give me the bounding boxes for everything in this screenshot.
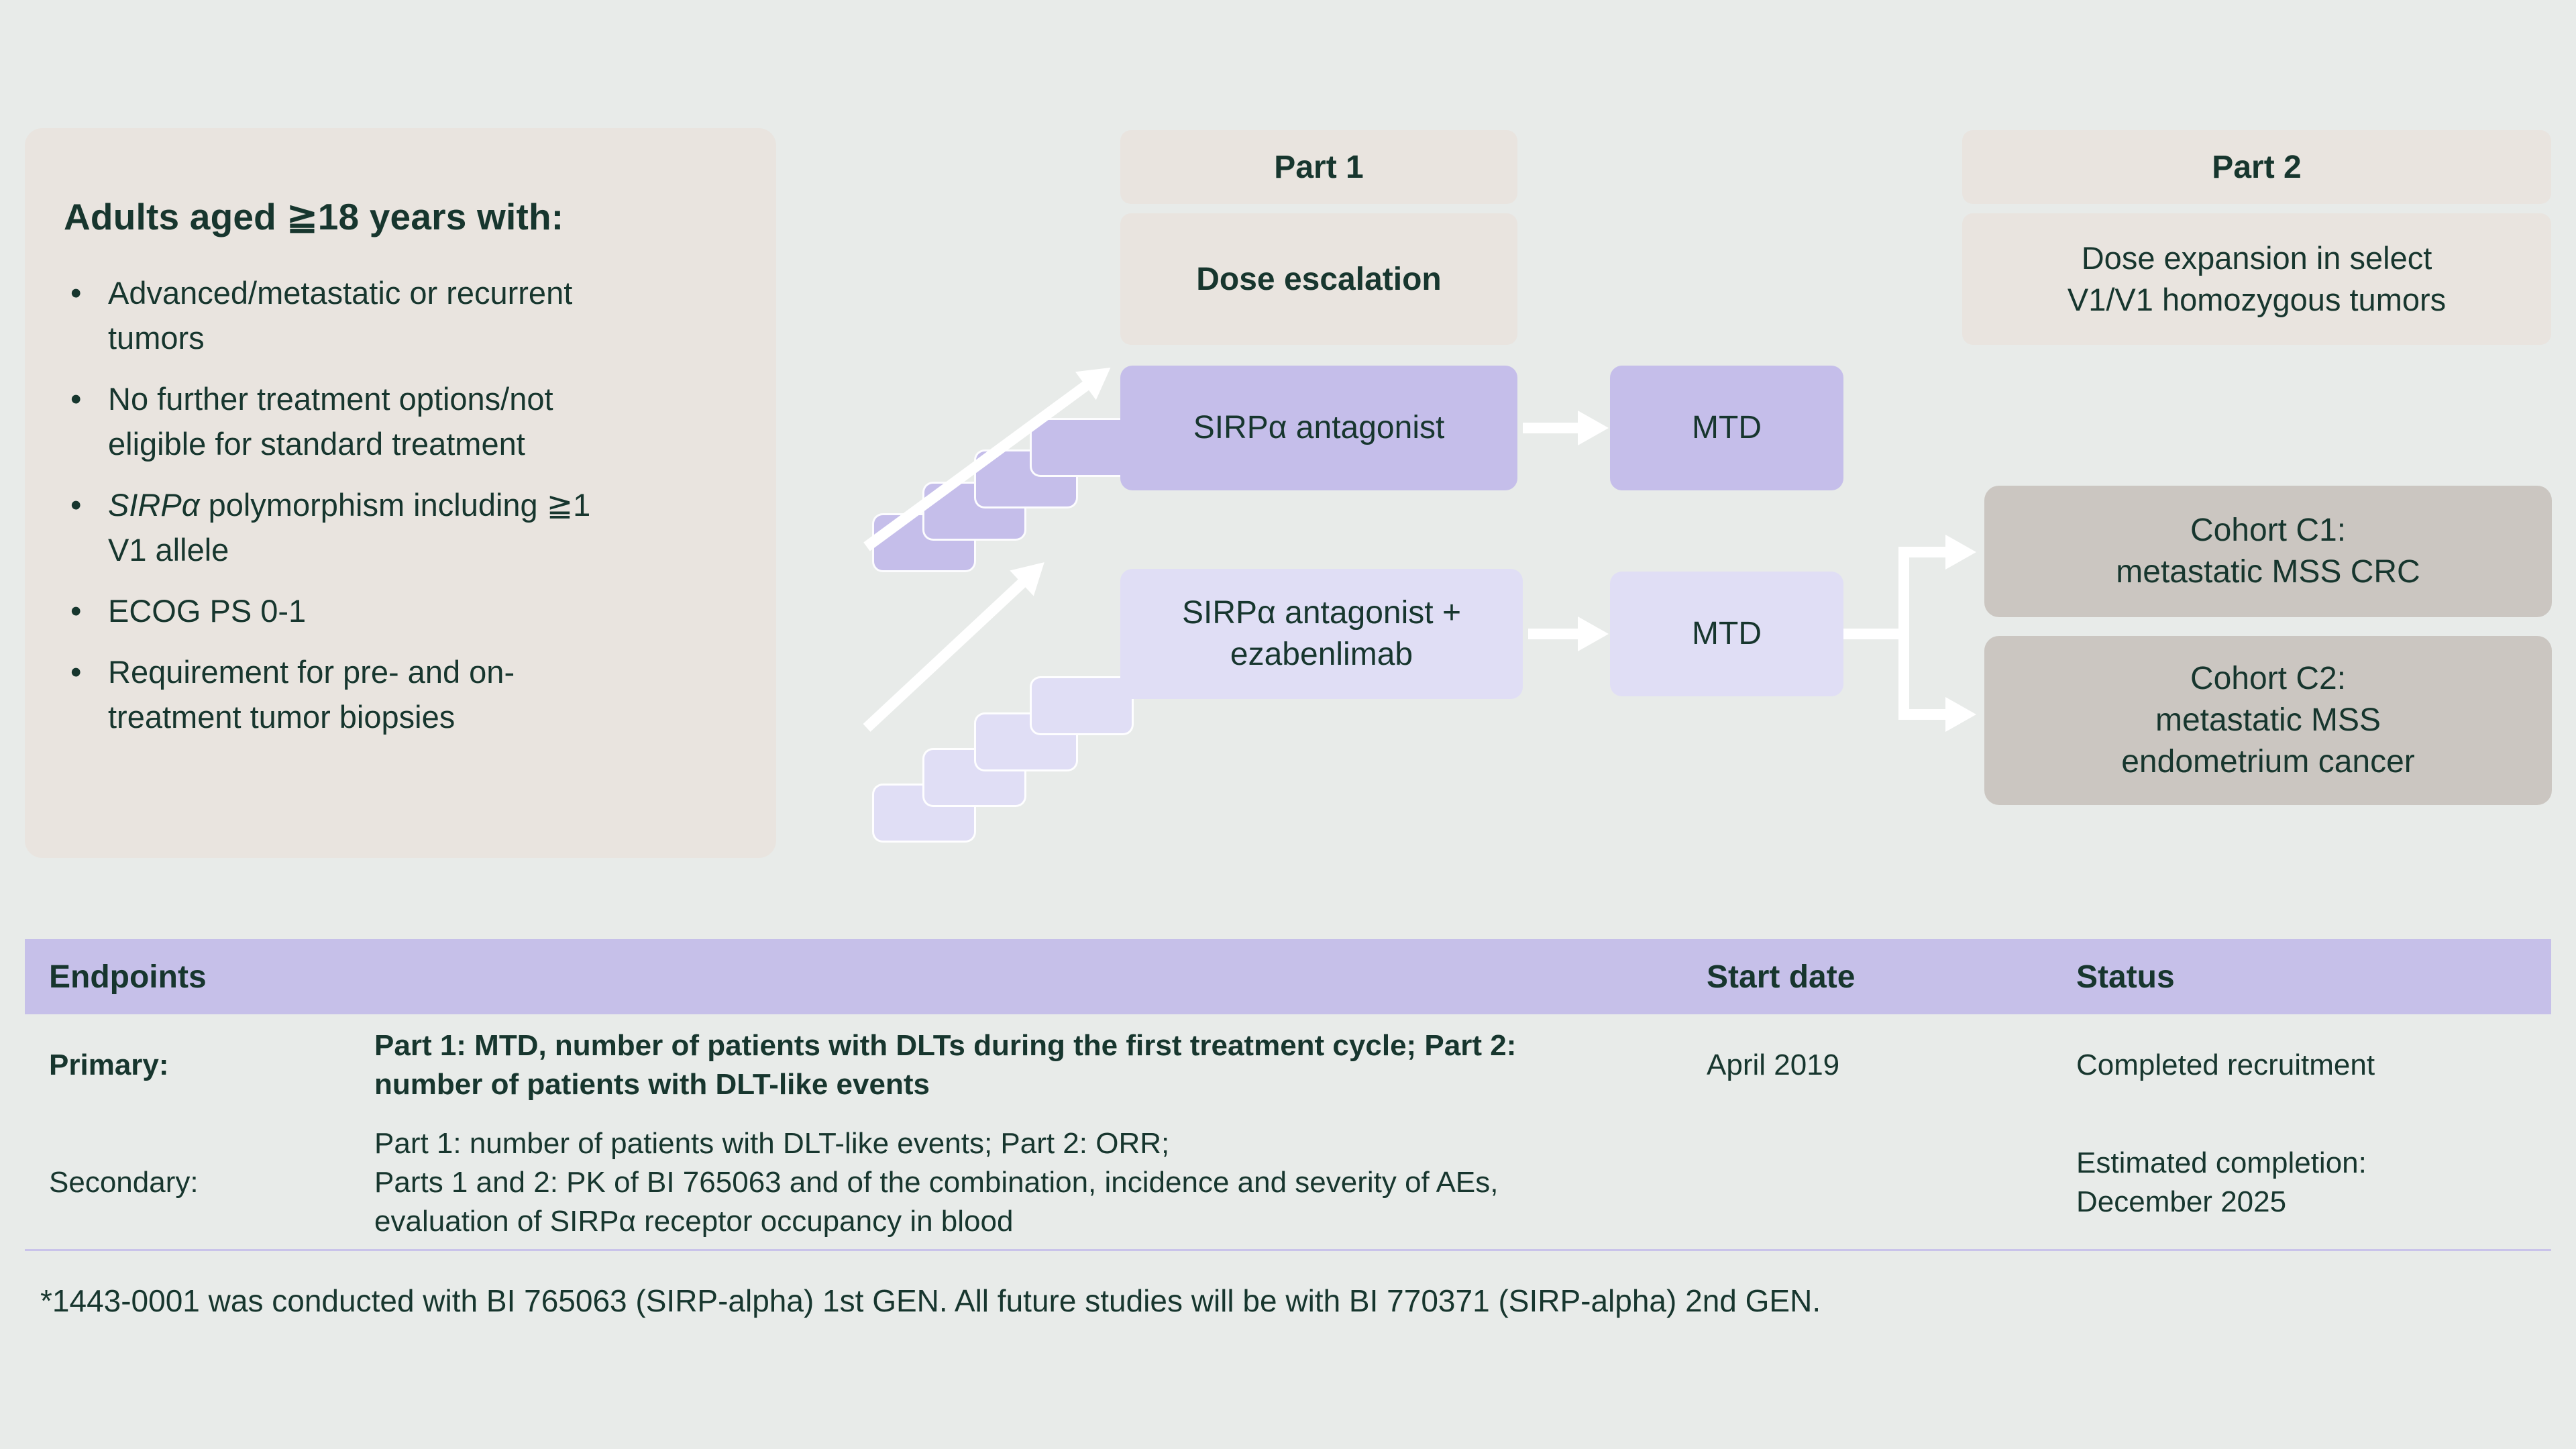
dose-step-tile bbox=[1030, 676, 1134, 735]
fork-connector bbox=[1898, 547, 1949, 557]
endpoints-table-header: Endpoints Start date Status bbox=[25, 939, 2551, 1014]
cohort-c1-box: Cohort C1: metastatic MSS CRC bbox=[1984, 486, 2552, 617]
eligibility-list: Advanced/metastatic or recurrent tumors … bbox=[64, 270, 739, 739]
start-date-value: April 2019 bbox=[1707, 1049, 1840, 1081]
endpoint-description: Part 1: MTD, number of patients with DLT… bbox=[374, 1029, 1517, 1101]
table-row: Primary: Part 1: MTD, number of patients… bbox=[25, 1014, 2551, 1116]
endpoint-description: Part 1: number of patients with DLT-like… bbox=[374, 1127, 1499, 1238]
list-item: ECOG PS 0-1 bbox=[64, 588, 739, 633]
mtd-box: MTD bbox=[1610, 366, 1843, 490]
cohort-c2-box: Cohort C2: metastatic MSS endometrium ca… bbox=[1984, 636, 2552, 805]
table-row: Secondary: Part 1: number of patients wi… bbox=[25, 1116, 2551, 1249]
row-label: Primary: bbox=[49, 1049, 169, 1081]
part1-header: Part 1 bbox=[1120, 130, 1517, 204]
mtd-combo-box: MTD bbox=[1610, 572, 1843, 696]
column-header-endpoints: Endpoints bbox=[49, 959, 207, 995]
row-label: Secondary: bbox=[49, 1166, 199, 1199]
column-header-start-date: Start date bbox=[1707, 959, 1856, 995]
eligibility-title: Adults aged ≧18 years with: bbox=[64, 196, 564, 237]
fork-arrowhead-icon bbox=[1945, 535, 1976, 570]
dose-expansion-label: Dose expansion in select V1/V1 homozygou… bbox=[1962, 213, 2551, 345]
status-value: Estimated completion: December 2025 bbox=[2076, 1146, 2367, 1218]
dose-escalation-label: Dose escalation bbox=[1120, 213, 1517, 345]
list-item: No further treatment options/not eligibl… bbox=[64, 376, 739, 466]
part2-header: Part 2 bbox=[1962, 130, 2551, 204]
flow-arrow-icon bbox=[1523, 423, 1580, 433]
dose-step-tile bbox=[1030, 418, 1134, 477]
flow-arrowhead-icon bbox=[1578, 616, 1609, 651]
list-item: Advanced/metastatic or recurrent tumors bbox=[64, 270, 739, 360]
fork-connector bbox=[1898, 547, 1909, 720]
column-header-status: Status bbox=[2076, 959, 2175, 995]
status-value: Completed recruitment bbox=[2076, 1049, 2375, 1081]
sirpa-ezabenlimab-box: SIRPα antagonist + ezabenlimab bbox=[1120, 569, 1523, 699]
footnote: *1443-0001 was conducted with BI 765063 … bbox=[40, 1283, 1821, 1318]
fork-arrowhead-icon bbox=[1945, 697, 1976, 732]
eligibility-panel: Adults aged ≧18 years with: Advanced/met… bbox=[25, 128, 776, 858]
flow-arrowhead-icon bbox=[1578, 411, 1609, 445]
list-item: SIRPα polymorphism including ≧1 V1 allel… bbox=[64, 482, 739, 572]
fork-connector bbox=[1898, 709, 1949, 720]
sirpa-antagonist-box: SIRPα antagonist bbox=[1120, 366, 1517, 490]
flow-arrow-icon bbox=[1528, 629, 1582, 639]
table-bottom-rule bbox=[25, 1249, 2551, 1251]
fork-connector bbox=[1843, 629, 1909, 639]
list-item: Requirement for pre- and on- treatment t… bbox=[64, 649, 739, 739]
